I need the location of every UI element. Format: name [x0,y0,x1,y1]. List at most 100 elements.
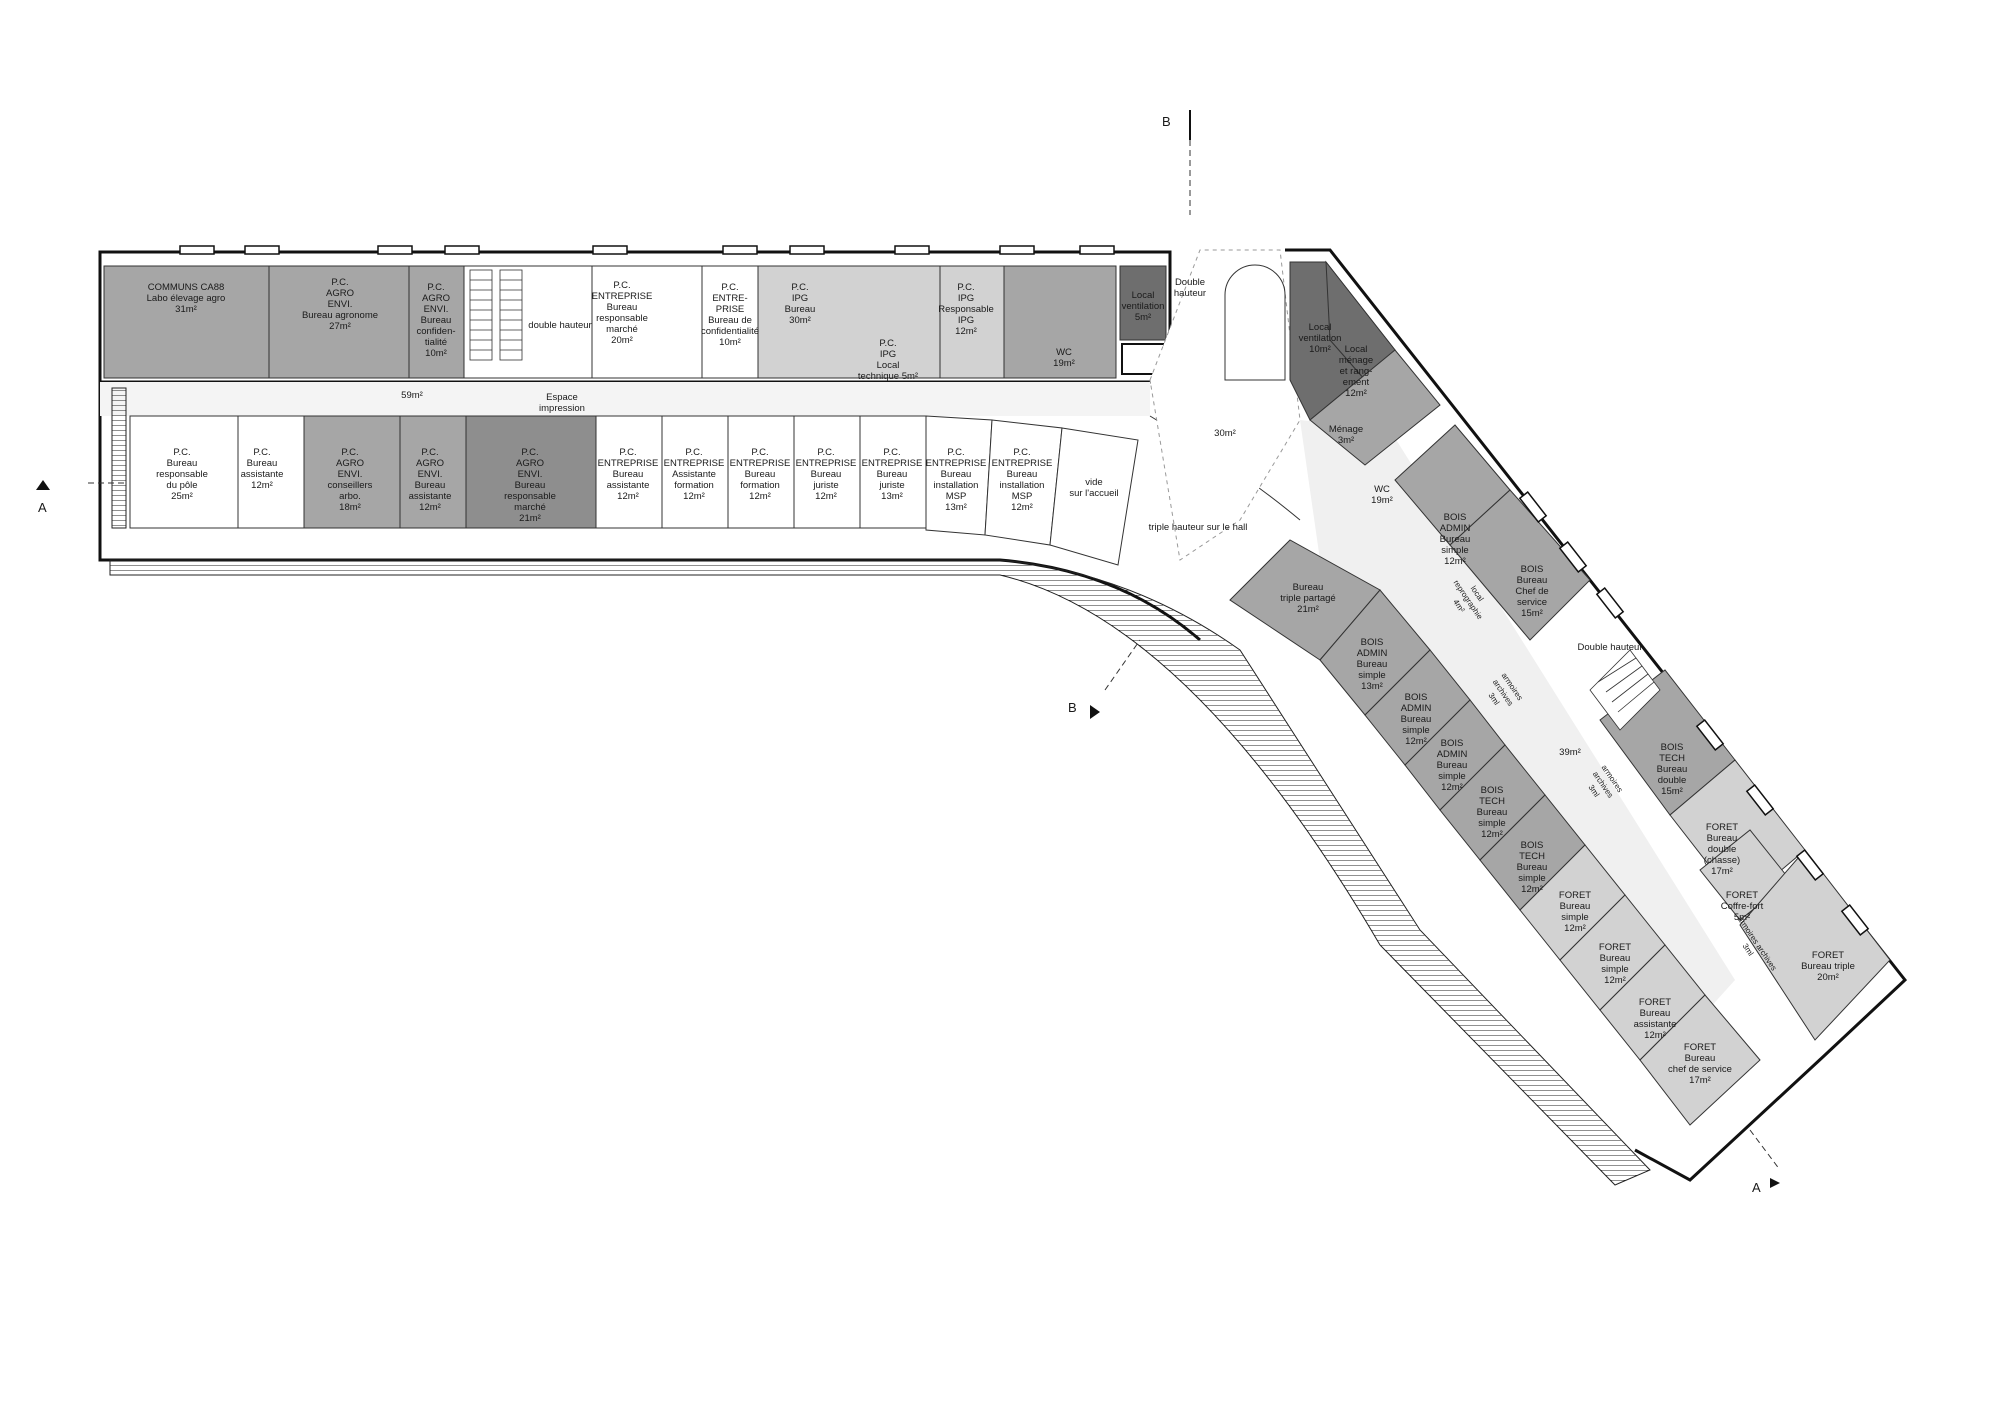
section-a-arrow-left [36,480,50,490]
room-label-c4: triple hauteur sur le hall [1149,522,1248,533]
room-label-line: Local [877,360,900,371]
room-label-line: simple [1561,912,1588,923]
room-label-line: Bureau [1707,833,1738,844]
room-label-line: installation [934,480,979,491]
west-wing [98,382,1651,1186]
room-label-line: Bureau agronome [302,310,378,321]
room-label-line: BOIS [1444,512,1467,523]
north-windows [179,245,1115,255]
room-label-line: 12m² [749,491,771,502]
room-label-line: ENVI. [328,299,353,310]
room-label-line: ADMIN [1401,703,1432,714]
arcade-hatch [109,559,1651,1186]
east-wing-outer-wall [1285,248,1908,1182]
room-label-line: 25m² [171,491,193,502]
room-label-line: hauteur [1174,288,1206,299]
room-label-line: ménage [1339,355,1373,366]
room-agro-responsable-marche [465,415,597,529]
room-ipg-responsable [939,265,1005,379]
room-label-line: assistante [409,491,452,502]
room-label-line: P.C. [1013,447,1030,458]
room-label-line: IPG [880,349,896,360]
room-label-line: ADMIN [1357,648,1388,659]
room-bureau-formation [727,415,795,529]
room-ipg-bureau [757,265,941,379]
room-label-line: P.C. [173,447,190,458]
room-label-line: assistante [241,469,284,480]
room-label-line: ventilation [1122,301,1165,312]
room-label-line: 12m² [955,326,977,337]
room-label-line: ADMIN [1440,523,1471,534]
room-label-line: P.C. [619,447,636,458]
room-label-line: responsable [596,313,648,324]
room-bois-chef-service [1449,489,1591,641]
room-label-line: FORET [1726,890,1758,901]
room-label-line: Labo élevage agro [147,293,226,304]
room-label-line: P.C. [957,282,974,293]
room-label-line: 20m² [1817,972,1839,983]
room-foret-chef-service [1639,994,1761,1126]
room-label-line: BOIS [1405,692,1428,703]
room-label-line: 12m² [815,491,837,502]
room-label-line: 12m² [1444,556,1466,567]
room-label-line: Bureau [1401,714,1432,725]
room-label-line: Bureau [607,302,638,313]
room-label-line: 12m² [683,491,705,502]
room-label-line: 12m² [419,502,441,513]
room-label-line: 15m² [1661,786,1683,797]
room-juriste-2 [859,415,927,529]
room-agro-assistante [399,415,467,529]
room-label-line: Bureau [941,469,972,480]
room-label-line: assistante [607,480,650,491]
room-label-line: ENVI. [518,469,543,480]
room-label-c1: 59m² [401,390,423,401]
room-label-line: IPG [792,293,808,304]
room-label-line: P.C. [883,447,900,458]
room-label-line: IPG [958,315,974,326]
room-label-line: technique 5m² [858,371,918,382]
room-label-line: 31m² [175,304,197,315]
room-label-line: 5m² [1734,912,1750,923]
room-label-line: 17m² [1689,1075,1711,1086]
room-label-line: simple [1402,725,1429,736]
room-label-line: ventilation [1299,333,1342,344]
room-label-line: Bureau [1600,953,1631,964]
room-label-line: installation [1000,480,1045,491]
room-label-line: 12m² [251,480,273,491]
room-label-line: Bureau [1357,659,1388,670]
room-label-line: et rang- [1340,366,1373,377]
room-label-line: 13m² [945,502,967,513]
room-label-line: Bureau [1293,582,1324,593]
room-label-line: simple [1438,771,1465,782]
room-confidentialite-entreprise [701,265,759,379]
room-label-line: ENTREPRISE [796,458,857,469]
room-label-line: Assistante [672,469,716,480]
room-label-line: Bureau [811,469,842,480]
room-label-line: P.C. [521,447,538,458]
room-label-line: Bureau de [708,315,752,326]
room-label-line: Double [1175,277,1205,288]
room-label-line: WC [1056,347,1072,358]
room-label-line: impression [539,403,585,414]
room-entreprise-assistante [595,415,663,529]
room-label-line: Espace [546,392,578,403]
room-label-line: 19m² [1053,358,1075,369]
room-label-line: Bureau [1517,862,1548,873]
room-label-line: formation [674,480,714,491]
room-label-line: P.C. [613,280,630,291]
